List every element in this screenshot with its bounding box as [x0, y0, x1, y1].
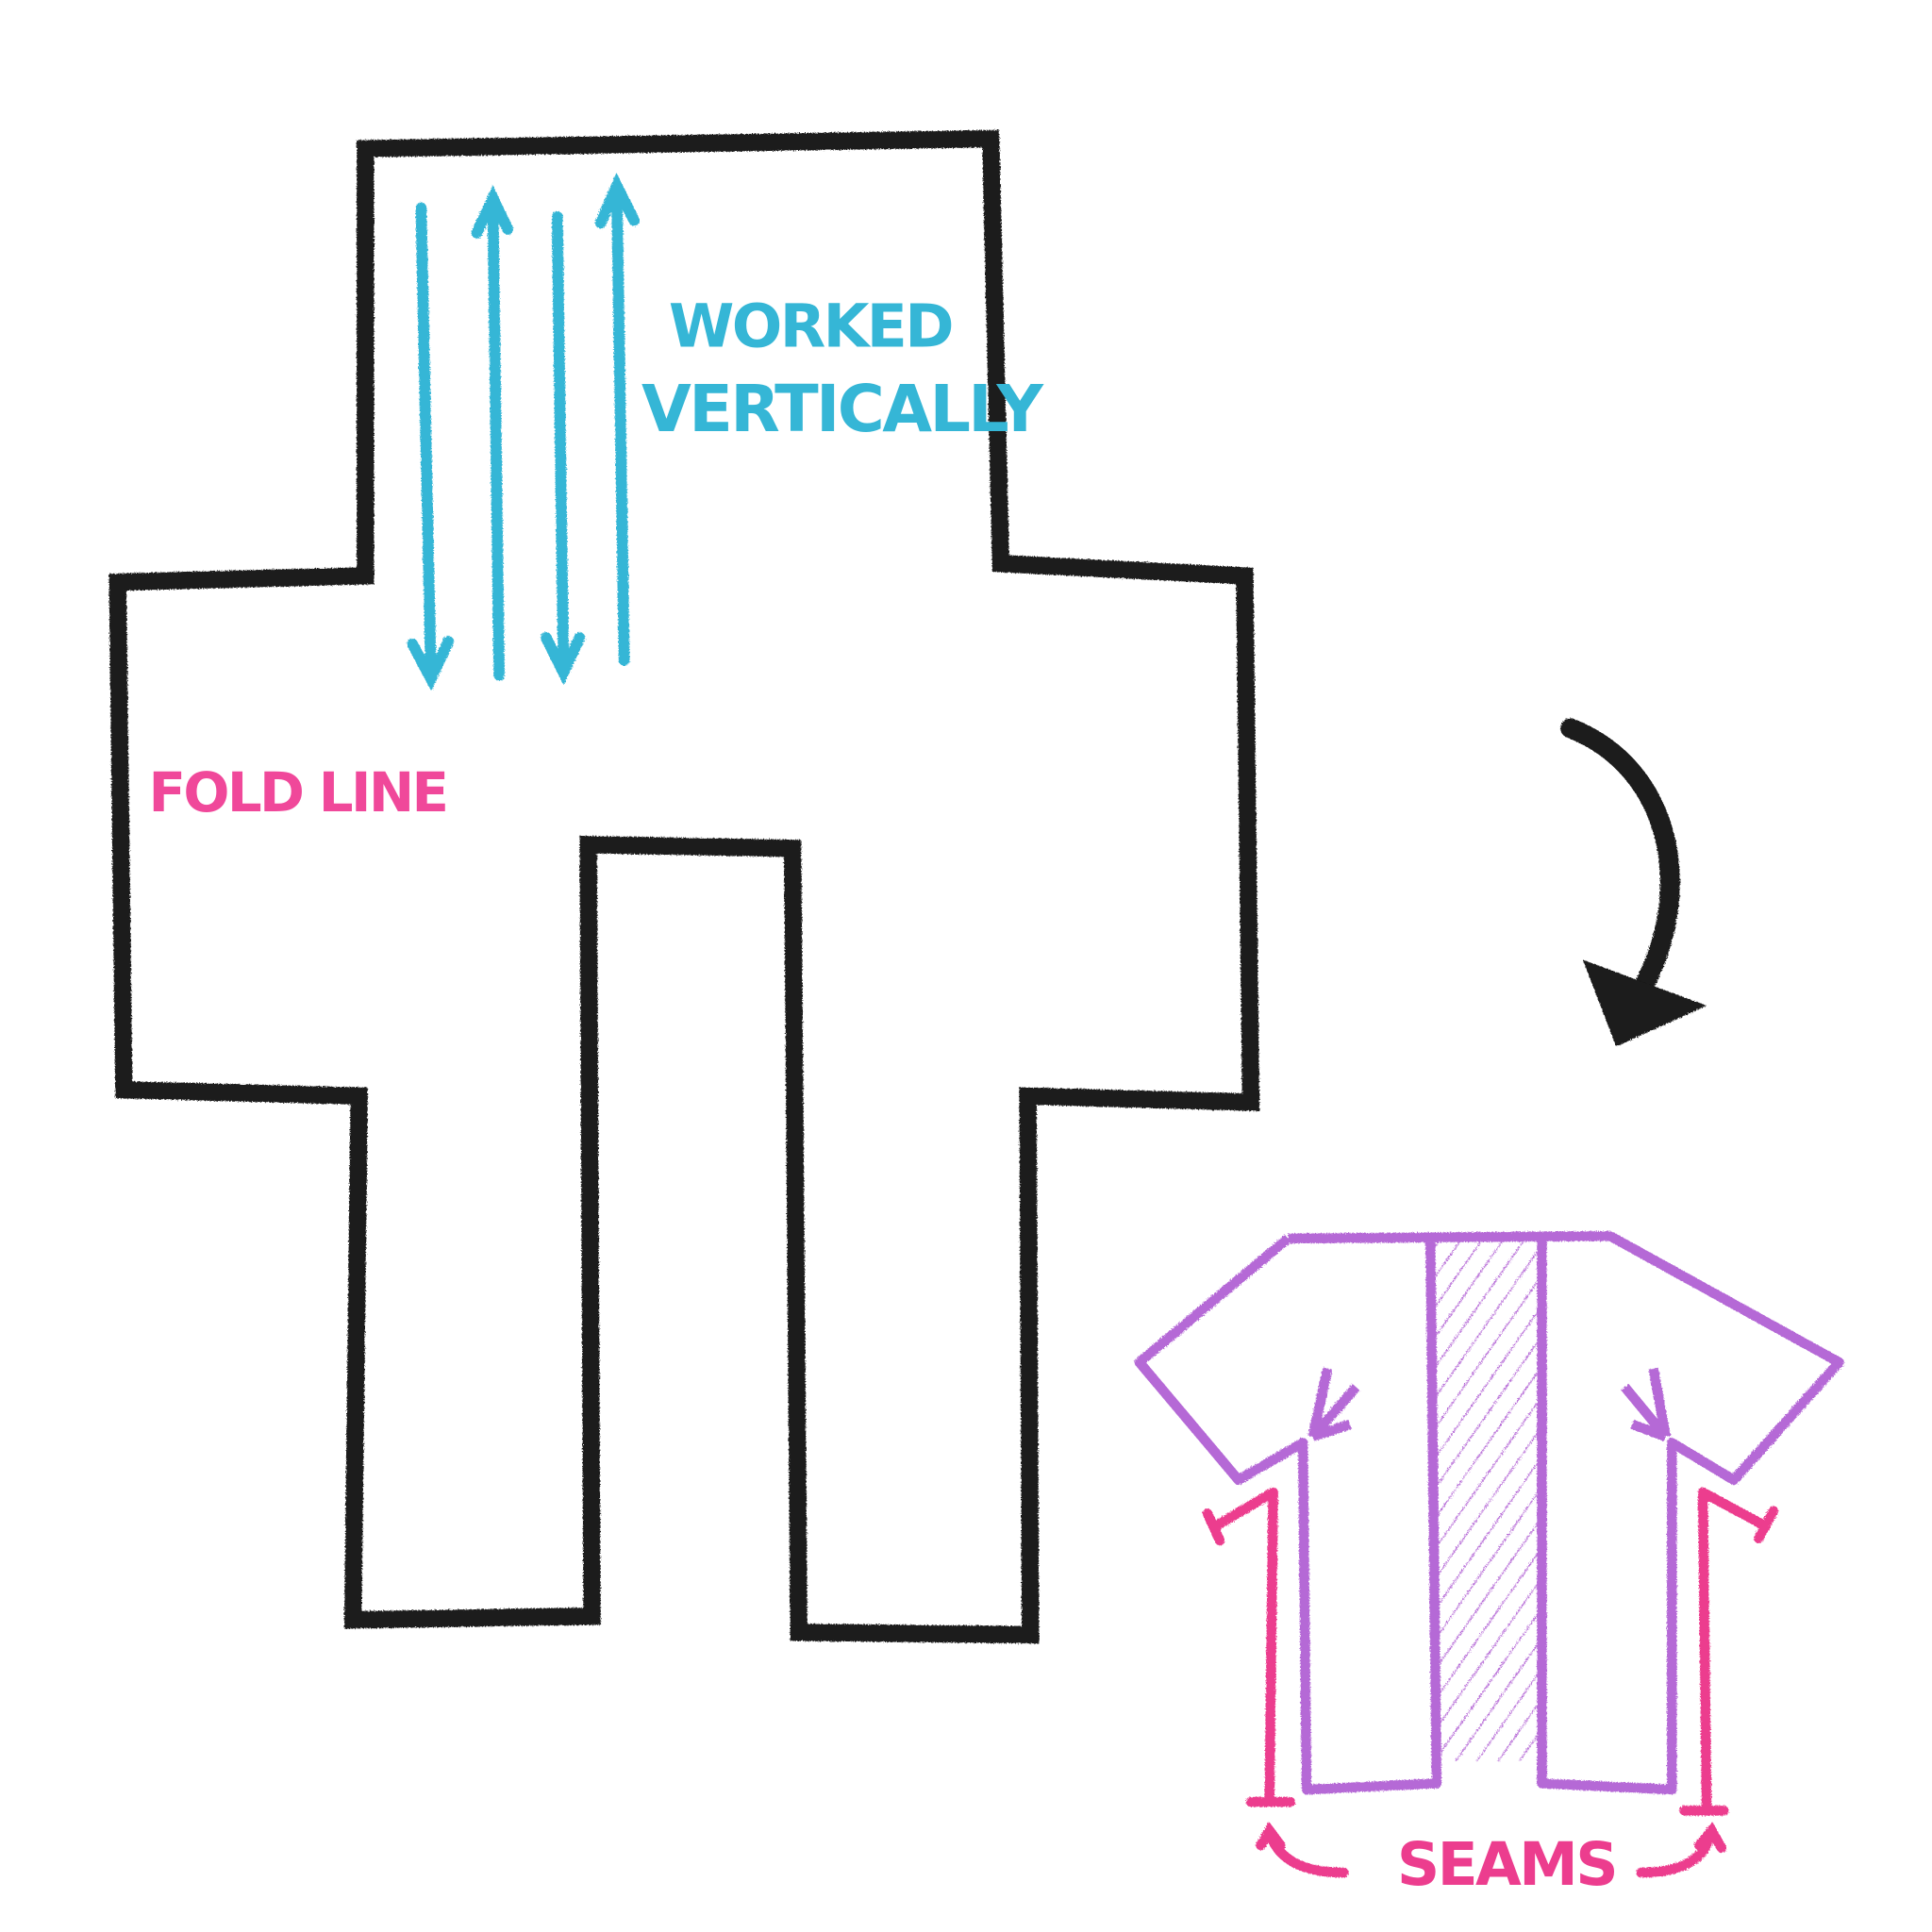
- arrow-down-icon: [407, 202, 455, 691]
- seams-label: SEAMS: [1397, 1830, 1616, 1899]
- front-band-hatched: [1430, 1241, 1542, 1761]
- right-seam-pointer-icon: [1636, 1822, 1727, 1878]
- garment-pattern-outline: [108, 129, 1260, 1644]
- fold-arrow-icon: [1560, 718, 1707, 1047]
- arrow-up-icon: [471, 185, 514, 681]
- seam-markers: [1202, 1487, 1779, 1878]
- arrow-up-icon: [594, 172, 641, 666]
- right-seam: [1679, 1487, 1779, 1816]
- worked-label-line2: VERTICALLY: [641, 373, 1045, 447]
- worked-label-line1: WORKED: [669, 292, 952, 361]
- fold-line-label: FOLD LINE: [149, 760, 447, 824]
- left-seam: [1202, 1487, 1296, 1807]
- arrow-down-icon: [541, 210, 586, 686]
- worked-direction-arrows: [407, 172, 641, 691]
- cardigan-illustration: [1134, 1230, 1844, 1795]
- left-seam-pointer-icon: [1256, 1821, 1349, 1878]
